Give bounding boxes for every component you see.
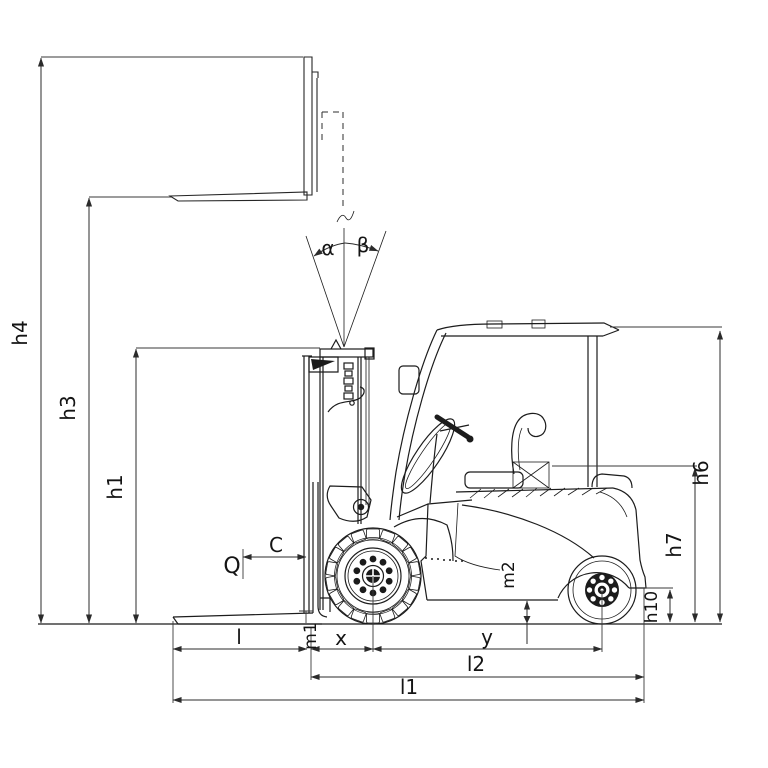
front-wheel-bolts	[353, 555, 393, 597]
fork-blade	[172, 612, 314, 618]
deck-hatching	[469, 487, 608, 499]
carriage-roller-housing	[326, 485, 372, 522]
roof-fitting	[486, 320, 503, 329]
lift-eye	[330, 338, 342, 350]
steering-wheel	[400, 418, 456, 494]
front-pillar	[389, 329, 438, 521]
lift-chain	[343, 362, 355, 406]
dimension-label-h3: h3	[56, 395, 80, 420]
seat-suspension	[512, 461, 550, 489]
break-symbol	[336, 210, 355, 223]
steering-column	[434, 414, 471, 440]
beta-tilt-line	[343, 230, 387, 348]
rear-cowl	[591, 473, 633, 489]
dimension-label-h1: h1	[103, 474, 127, 499]
dimension-label-y: y	[481, 625, 493, 649]
seat-cushion	[464, 471, 524, 489]
raised-fork-blade	[168, 191, 308, 202]
seat-backrest	[511, 412, 547, 475]
m1-dimension	[299, 610, 313, 623]
dimension-labels: h4 h3 h1 h6 h7 h10 m2 m1 Q C l x y l2 l1	[8, 320, 713, 699]
mast-crossbar	[319, 348, 374, 358]
forklift-body	[389, 319, 647, 601]
counterweight	[612, 487, 647, 589]
dimension-label-load: Q	[223, 554, 240, 579]
raised-mast-dashed	[321, 111, 344, 210]
fork-shank	[312, 482, 328, 618]
dimension-label-h4: h4	[8, 320, 32, 345]
dimension-label-l2: l2	[467, 652, 485, 676]
alpha-tilt-line	[305, 235, 345, 348]
rear-view-mirror	[398, 365, 420, 395]
raised-backrest	[303, 56, 313, 196]
floor-plate	[396, 499, 473, 518]
dimension-label-x: x	[335, 626, 347, 650]
mast-group	[172, 338, 375, 625]
tilt-angle-group: α β	[305, 230, 387, 348]
dimension-lines	[37, 57, 724, 704]
dimension-label-m2: m2	[499, 561, 519, 588]
hydraulic-hose	[327, 386, 365, 413]
dimension-label-load-center: C	[269, 533, 283, 557]
dimension-label-beta: β	[357, 233, 370, 257]
dimension-label-m1: m1	[301, 622, 321, 649]
dimension-label-alpha: α	[321, 236, 334, 260]
rear-wheel-arch	[557, 572, 630, 599]
front-wheel	[324, 527, 422, 625]
mast-foot	[320, 597, 331, 612]
overhead-guard-roof	[436, 322, 620, 331]
dimension-label-h10: h10	[642, 591, 662, 623]
dimension-label-l1: l1	[400, 675, 418, 699]
ghost-raised-mast	[41, 56, 355, 347]
dimension-label-h7: h7	[662, 532, 686, 557]
front-skirt	[420, 503, 429, 601]
dimension-label-l: l	[236, 625, 242, 649]
step-tread-dots	[425, 557, 463, 562]
backrest-bracket	[308, 356, 339, 373]
front-fender	[393, 517, 454, 562]
roof-fitting	[531, 319, 546, 329]
dimension-label-h6: h6	[689, 460, 713, 485]
side-panel-swoosh	[461, 504, 595, 559]
